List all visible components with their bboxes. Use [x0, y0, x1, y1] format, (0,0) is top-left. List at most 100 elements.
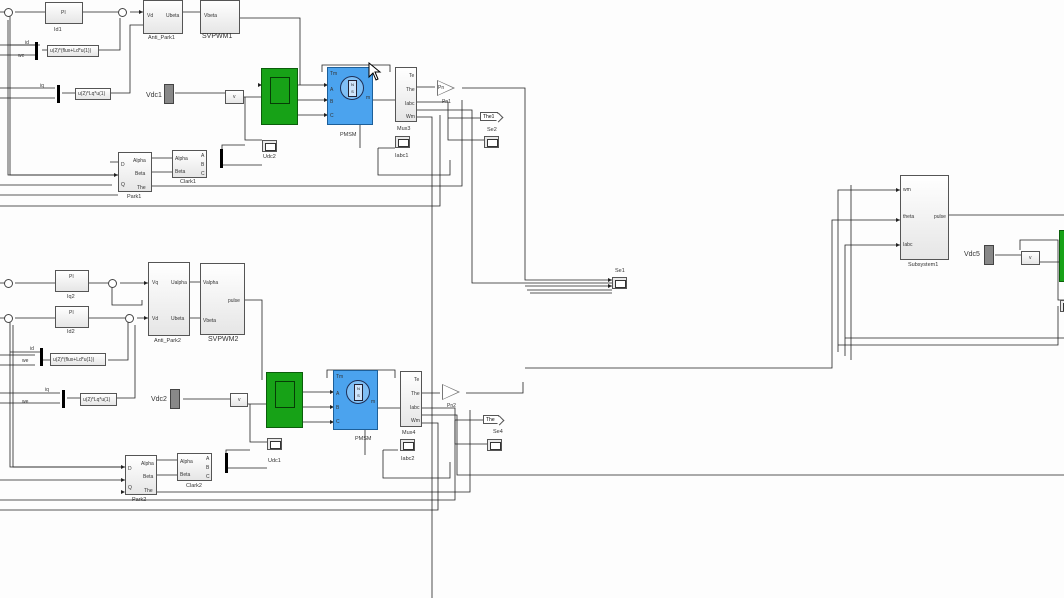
- motor-icon: [346, 380, 370, 404]
- park1-block[interactable]: D Alpha Beta Q The: [118, 152, 152, 192]
- signal-we-label-b: we: [22, 358, 29, 364]
- gain-pn-bottom[interactable]: [442, 384, 460, 400]
- fcn2-expression: u(2)*Lq*u(1): [78, 91, 106, 97]
- sum-block-bottom-3[interactable]: [108, 279, 117, 288]
- scope-se4[interactable]: [487, 439, 502, 451]
- scope-udc2[interactable]: [262, 140, 277, 152]
- inverter-bridge-bottom[interactable]: [266, 372, 303, 428]
- port-iabc: Iabc: [405, 101, 415, 107]
- sum-block-top-2[interactable]: [118, 8, 127, 17]
- signal-iq-label-b: iq: [45, 387, 49, 393]
- svpwm2-caption: SVPWM2: [208, 336, 239, 343]
- fcn-block-bottom-1[interactable]: u(2)*(flux+Ld*u(1)): [50, 353, 106, 366]
- mux3-block[interactable]: Te The Iabc Wm: [395, 67, 417, 122]
- anti-park1-block[interactable]: Vd Ubeta: [143, 0, 183, 34]
- dc-source-vdc5[interactable]: [984, 245, 994, 265]
- fcn-block-top-2[interactable]: u(2)*Lq*u(1): [75, 88, 111, 100]
- scope-udc1[interactable]: [267, 438, 282, 450]
- se1-caption: Se1: [615, 268, 625, 274]
- voltage-measurement-bottom[interactable]: v: [230, 393, 248, 407]
- scope-iabc1[interactable]: [395, 136, 410, 148]
- gain-pn-top[interactable]: [437, 80, 455, 96]
- port-d-b: D: [128, 466, 132, 472]
- scope-se2[interactable]: [484, 136, 499, 148]
- fcn-block-top-1[interactable]: u(2)*(flux+Ld*u(1)): [47, 45, 99, 57]
- signal-we-label-b2: we: [22, 399, 29, 405]
- sum-block-bottom-1[interactable]: [4, 279, 13, 288]
- port-the-park: The: [137, 185, 146, 191]
- port-c-clark-b: C: [206, 474, 210, 480]
- pn-gain-label: Pn: [438, 85, 445, 91]
- port-a: A: [330, 87, 334, 93]
- iq2-caption: Iq2: [67, 294, 75, 300]
- clark1-block[interactable]: Alpha Beta A B C: [172, 150, 207, 178]
- park2-block[interactable]: D Alpha Beta Q The: [125, 455, 157, 495]
- port-wm-b: Wm: [411, 418, 420, 424]
- dc-source-vdc1[interactable]: [164, 84, 174, 104]
- port-vd: Vd: [147, 13, 154, 19]
- voltage-measurement-top[interactable]: v: [225, 90, 244, 104]
- port-b-b: B: [336, 405, 340, 411]
- fcn-block-bottom-2[interactable]: u(2)*Lq*u(1): [80, 393, 117, 406]
- demux-bus-bottom: [225, 453, 228, 473]
- port-m: m: [366, 95, 371, 101]
- se2-caption: Se2: [487, 127, 497, 133]
- port-the-park-b: The: [144, 488, 153, 494]
- sum-block-top-1[interactable]: [4, 8, 13, 17]
- port-d: D: [121, 162, 125, 168]
- port-alpha-b: Alpha: [141, 461, 154, 467]
- pmsm-block-bottom[interactable]: Tm A B C m: [333, 370, 378, 430]
- signal-id-label: id: [25, 40, 29, 46]
- vdc5-label: Vdc5: [964, 251, 980, 258]
- mouse-cursor-icon: [368, 62, 382, 81]
- svpwm2-block[interactable]: Valpha Vbeta pulse: [200, 263, 245, 335]
- port-beta-b: Beta: [143, 474, 154, 480]
- sum-block-bottom-4[interactable]: [125, 314, 134, 323]
- clark2-block[interactable]: Alpha Beta A B C: [177, 453, 212, 481]
- goto-tag-the1[interactable]: The1: [480, 112, 499, 121]
- port-vbeta-b: Vbeta: [203, 318, 217, 324]
- port-beta: Beta: [135, 171, 146, 177]
- anti-park2-block[interactable]: Vq Vd Ualpha Ubeta: [148, 262, 190, 336]
- mux4-block[interactable]: Te The Iabc Wm: [400, 371, 422, 427]
- port-beta-clark-b: Beta: [180, 472, 191, 478]
- scope-right-partial[interactable]: [1060, 300, 1064, 312]
- mux-bus-top-2: [57, 85, 60, 103]
- subsystem1-block[interactable]: wm theta Iabc pulse: [900, 175, 949, 260]
- port-vq-b: Vq: [152, 280, 159, 286]
- port-a-b: A: [336, 391, 340, 397]
- pmsm-bottom-caption: PMSM: [355, 436, 372, 442]
- pmsm-top-caption: PMSM: [340, 132, 357, 138]
- sum-block-bottom-2[interactable]: [4, 314, 13, 323]
- pn1-signal-label: Pn1: [442, 99, 451, 105]
- port-iabc-sub: Iabc: [903, 242, 913, 248]
- scope-iabc2[interactable]: [400, 439, 415, 451]
- se4-caption: Se4: [493, 429, 503, 435]
- port-theta-sub: theta: [903, 214, 915, 220]
- demux-bus-top: [220, 149, 223, 168]
- port-tm-b: Tm: [336, 374, 344, 380]
- id1-caption: Id1: [54, 27, 62, 33]
- motor-icon: [340, 76, 364, 100]
- svpwm1-block[interactable]: Vbeta: [200, 0, 240, 34]
- id2-caption: Id2: [67, 329, 75, 335]
- goto-tag-the[interactable]: The: [483, 415, 499, 424]
- mux-bus-bottom-2: [62, 390, 65, 408]
- signal-id-label-b: id: [30, 346, 34, 352]
- udc1-caption: Udc1: [268, 458, 281, 464]
- clark2-caption: Clark2: [186, 483, 202, 489]
- inverter-bridge-top[interactable]: [261, 68, 298, 125]
- dc-source-vdc2[interactable]: [170, 389, 180, 409]
- scope-se1[interactable]: [612, 277, 627, 289]
- voltage-measurement-right[interactable]: v: [1021, 251, 1040, 265]
- pi-block-id2[interactable]: PI: [55, 306, 89, 328]
- pi-block-id1[interactable]: PI: [45, 2, 83, 24]
- pi-block-iq2[interactable]: PI: [55, 270, 89, 292]
- port-b-clark-b: B: [206, 465, 210, 471]
- pmsm-block-top[interactable]: Tm A B C m: [327, 67, 373, 125]
- port-valpha-b: Valpha: [203, 280, 219, 286]
- inverter-bridge-right[interactable]: [1059, 230, 1064, 282]
- port-alpha: Alpha: [133, 158, 146, 164]
